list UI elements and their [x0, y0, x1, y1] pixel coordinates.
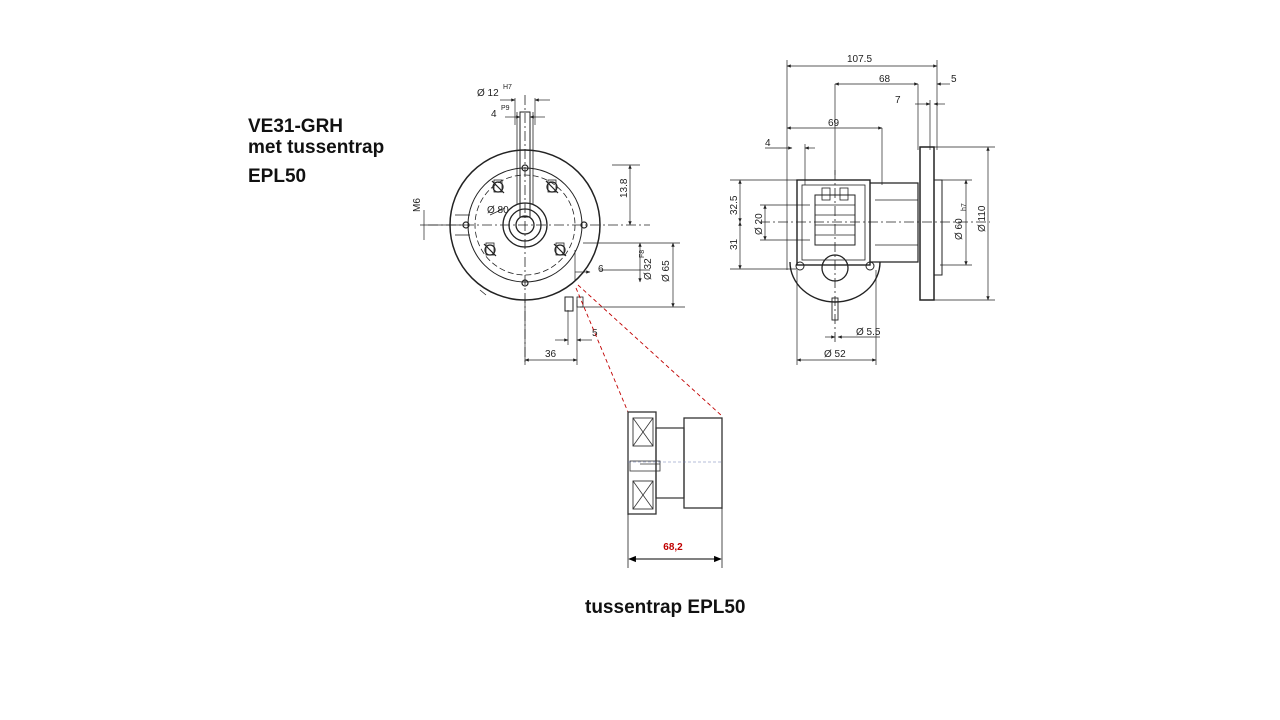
title-line-3: EPL50 — [248, 166, 307, 187]
detail-leaders — [575, 284, 723, 417]
dim-bore: Ø 12 — [477, 88, 499, 99]
gearbox-body — [796, 179, 871, 266]
detail-length-label: 68,2 — [663, 542, 683, 553]
dim-thread: M6 — [412, 198, 423, 212]
dim-key: 4 — [491, 109, 497, 120]
title-line-1: VE31-GRH — [248, 116, 344, 137]
dim-flange: 5 — [951, 74, 957, 85]
dim-h-upper: 32.5 — [729, 195, 740, 215]
pcd-circle — [474, 174, 576, 276]
dim-outer: Ø 65 — [661, 260, 672, 282]
dim-h-lower: 31 — [729, 238, 740, 250]
dim-shaft: Ø 20 — [754, 213, 765, 235]
detail-body — [683, 417, 723, 509]
dim-base: Ø 52 — [824, 349, 846, 360]
dim-flange-dia: Ø 110 — [977, 205, 988, 232]
dim-lip: 4 — [765, 138, 771, 149]
detail-caption: tussentrap EPL50 — [585, 597, 746, 618]
drawing-title: VE31-GRH met tussentrap EPL50 — [248, 116, 384, 187]
detail-flange — [627, 411, 657, 515]
dim-pcd: Ø 80 — [487, 205, 509, 216]
dim-key-tol: P9 — [501, 105, 510, 112]
dim-spigot: Ø 32 — [643, 258, 654, 280]
dim-body: 68 — [879, 74, 891, 85]
mounting-flange — [919, 146, 935, 301]
detail-view — [627, 411, 723, 568]
title-line-2: met tussentrap — [248, 137, 385, 158]
front-view — [420, 95, 685, 365]
bore-circle — [515, 215, 535, 235]
side-view — [730, 60, 995, 365]
dim-hole: Ø 5.5 — [856, 327, 881, 338]
dim-bore-tol: H7 — [503, 84, 512, 91]
side-view-labels: 107.5 68 5 7 69 4 32.5 31 Ø 20 Ø 60 h7 Ø… — [729, 54, 988, 360]
front-view-labels: Ø 12 H7 4 P9 Ø 80 M6 13.8 Ø 32 F8 Ø 65 6… — [412, 84, 672, 360]
dim-pilot-tol: h7 — [961, 203, 968, 211]
dim-spigot-tol: F8 — [639, 250, 646, 258]
dim-axis: 36 — [545, 349, 557, 360]
dim-offset: 13.8 — [619, 178, 630, 198]
dim-step: 6 — [598, 264, 604, 275]
dim-pilot: Ø 60 — [954, 218, 965, 240]
dim-total: 107.5 — [847, 54, 872, 65]
dim-hub: 69 — [828, 118, 840, 129]
dim-collar: 7 — [895, 95, 901, 106]
